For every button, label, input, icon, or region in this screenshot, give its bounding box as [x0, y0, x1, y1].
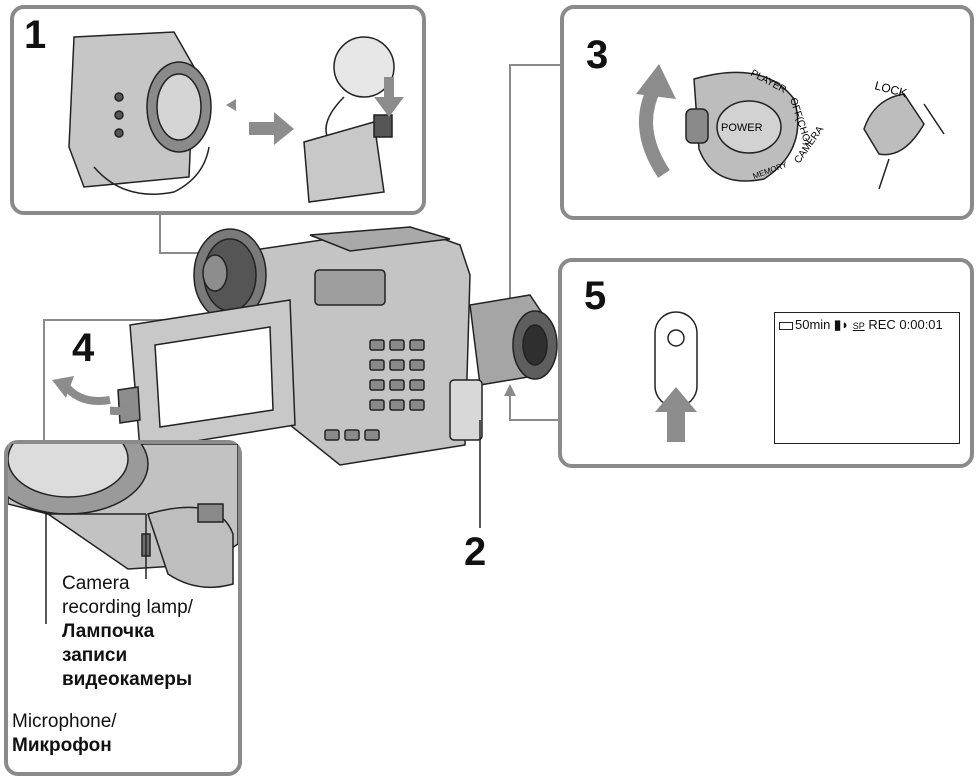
panel-step-5: 5 50min ▮◗ SP REC 0:00:01 [558, 258, 974, 468]
step-number-3: 3 [586, 33, 609, 77]
tape-icon: ▮◗ [834, 317, 850, 332]
arrow-down-icon [374, 77, 404, 117]
panel-step-1: 1 [10, 5, 426, 215]
lamp-label-ru-3: видеокамеры [62, 669, 193, 690]
mic-label-en: Microphone/ [12, 711, 117, 732]
step-number-2: 2 [464, 530, 487, 574]
tape-mode: SP [852, 321, 865, 331]
lens-closeup-illustration [8, 444, 238, 624]
arrow-right-icon [249, 112, 294, 145]
rotate-arrow-icon [639, 85, 670, 178]
lamp-label-ru-2: записи [62, 645, 128, 666]
lamp-label-en-1: Camera [62, 573, 130, 594]
press-arrow-icon [655, 387, 697, 442]
panel-microphone-lamp: Camera recording lamp/ Лампочка записи в… [4, 440, 242, 776]
step-number-1: 1 [24, 13, 47, 57]
camera-recording-lamp-label: Camera recording lamp/ Лампочка записи в… [62, 572, 193, 692]
mic-label-ru: Микрофон [12, 735, 112, 756]
camcorder-illustration [110, 226, 558, 466]
power-label: POWER [721, 122, 763, 134]
recording-status: REC 0:00:01 [868, 317, 943, 332]
lamp-label-en-2: recording lamp/ [62, 597, 193, 618]
microphone-label: Microphone/ Микрофон [12, 710, 117, 758]
step-number-4: 4 [72, 326, 95, 370]
open-arrow-icon [52, 376, 111, 405]
battery-icon [779, 321, 793, 330]
pointer-line-2 [479, 420, 481, 528]
power-switch-illustration: POWER PLAYER OFF(CHG) CAMERA MEMORY LOCK [636, 64, 945, 190]
lamp-label-ru-1: Лампочка [62, 621, 155, 642]
lens-cap-illustration [68, 31, 404, 203]
battery-remaining: 50min [795, 317, 831, 332]
viewfinder-display: 50min ▮◗ SP REC 0:00:01 [774, 312, 960, 444]
start-stop-button-illustration [654, 311, 698, 442]
step-number-5: 5 [584, 274, 607, 318]
panel-step-3: 3 POWER PLAYER OFF(CHG) CAMERA MEMORY LO… [560, 5, 974, 220]
display-status-line: 50min ▮◗ SP REC 0:00:01 [779, 317, 943, 333]
